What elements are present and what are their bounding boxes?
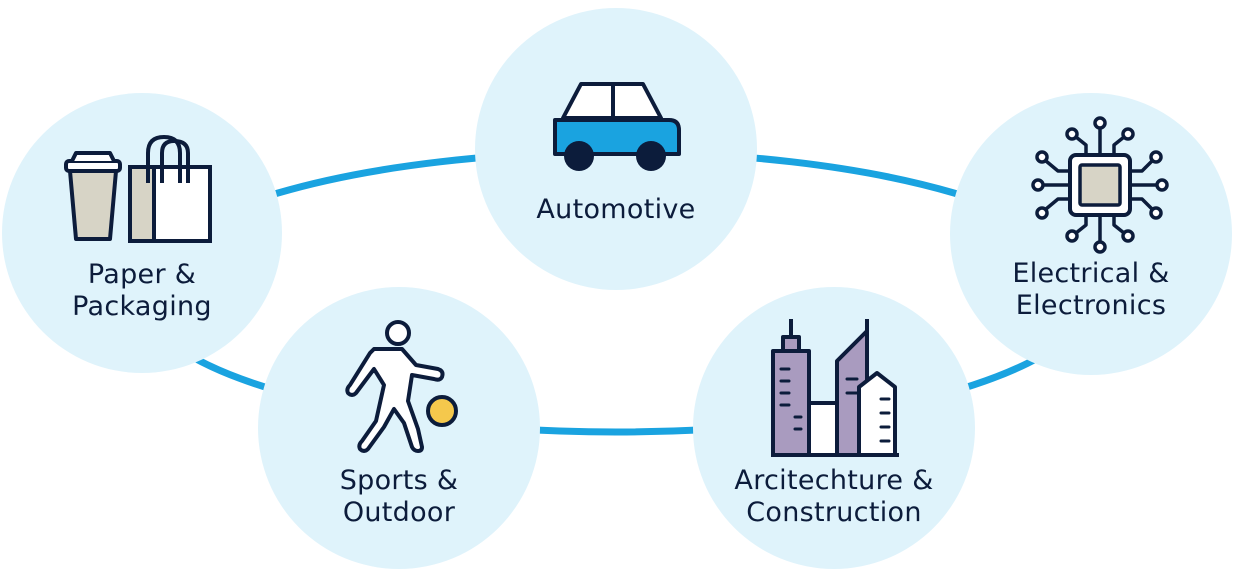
node-label: Electrical & Electronics bbox=[950, 258, 1232, 322]
label-line: Packaging bbox=[72, 291, 212, 322]
label-line: Electrical & bbox=[1012, 258, 1170, 289]
label-line: Outdoor bbox=[342, 497, 456, 528]
city-buildings-icon bbox=[771, 319, 899, 457]
basketball-player-icon bbox=[345, 320, 458, 453]
node-label: Sports & Outdoor bbox=[258, 465, 540, 529]
node-electrical-electronics: Electrical & Electronics bbox=[950, 93, 1232, 375]
node-label: Arcitechture & Construction bbox=[693, 465, 975, 529]
label-line: Construction bbox=[746, 497, 922, 528]
label-line: Paper & bbox=[87, 259, 197, 290]
car-icon bbox=[553, 82, 681, 171]
label-line: Sports & bbox=[339, 465, 459, 496]
cup-and-bag-icon bbox=[64, 134, 212, 243]
node-architecture-construction: Arcitechture & Construction bbox=[693, 287, 975, 569]
node-automotive: Automotive bbox=[475, 8, 757, 290]
label-line: Electronics bbox=[1015, 290, 1167, 321]
node-sports-outdoor: Sports & Outdoor bbox=[258, 287, 540, 569]
label-line: Arcitechture & bbox=[734, 465, 934, 496]
node-label: Automotive bbox=[475, 194, 757, 226]
microchip-icon bbox=[1031, 116, 1169, 254]
node-label: Paper & Packaging bbox=[2, 259, 282, 323]
node-paper-packaging: Paper & Packaging bbox=[2, 93, 282, 373]
label-line: Automotive bbox=[536, 194, 696, 225]
